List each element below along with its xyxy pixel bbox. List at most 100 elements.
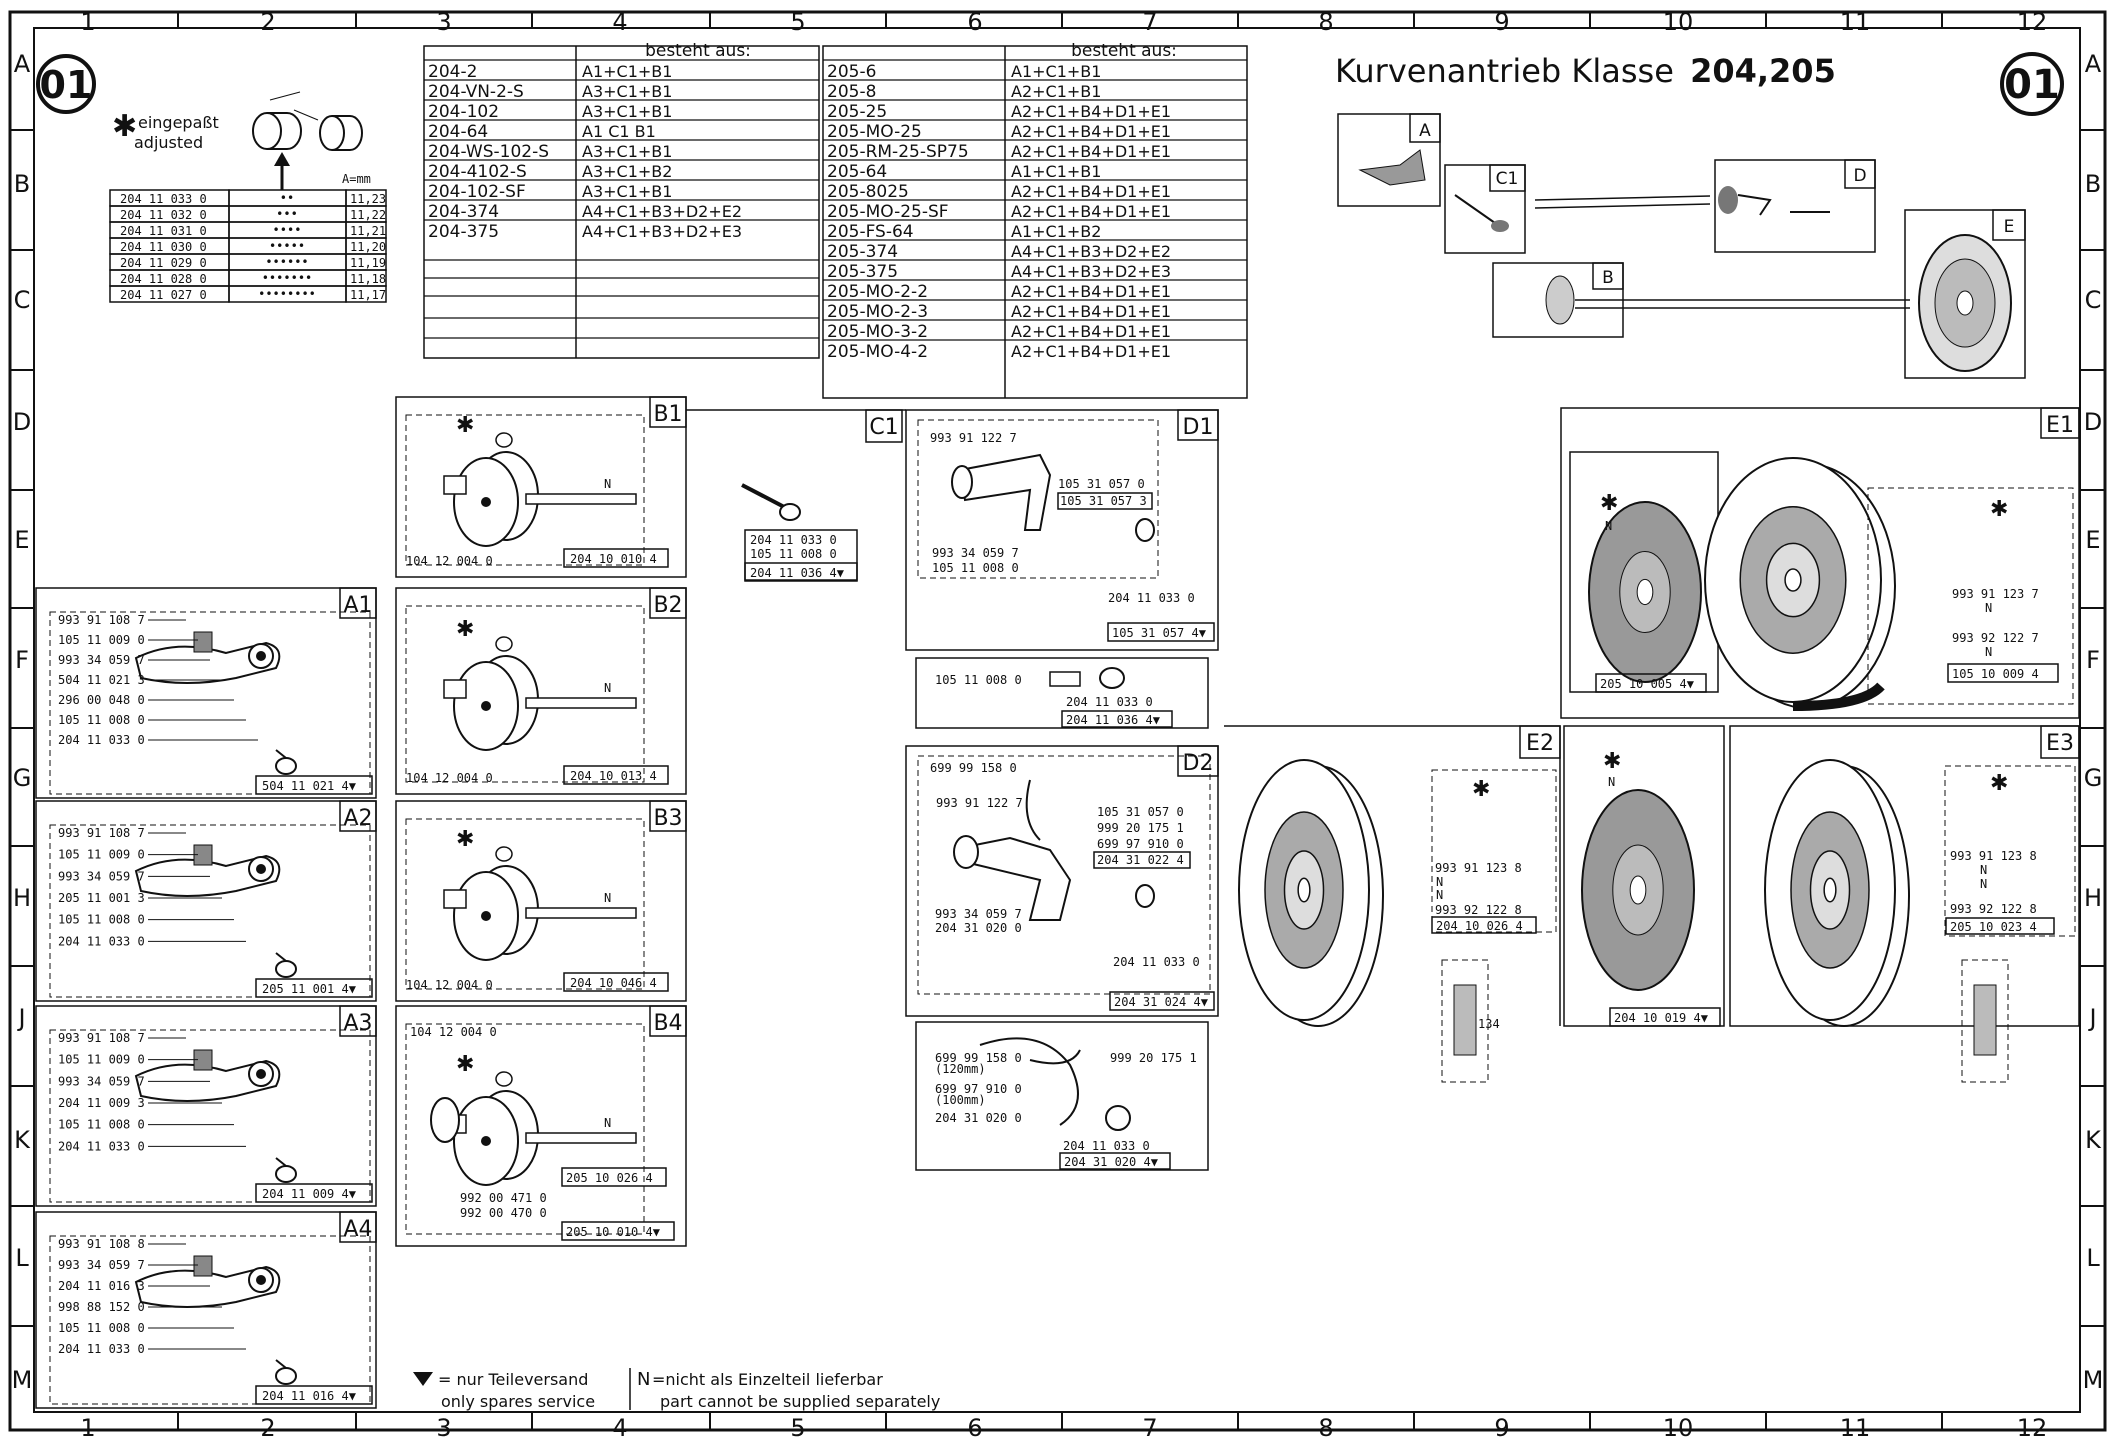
panel-d2-part-3: 105 31 057 0 — [1097, 805, 1184, 819]
panel-a2-part: 105 11 008 0 — [58, 913, 145, 927]
panel-b2-frame — [395, 587, 687, 795]
panel-d1-part-3-box — [1057, 492, 1153, 510]
panel-e3-shared-box — [1609, 1007, 1721, 1027]
grid-row-left-D: D — [13, 408, 31, 436]
legend-n-de: =nicht als Einzelteil lieferbar — [652, 1370, 883, 1389]
panel-a4-assembly-number: 204 11 016 4▼ — [262, 1389, 357, 1403]
overview-label-c1: C1 — [1496, 169, 1519, 189]
sheet-frame — [8, 10, 2107, 1432]
panel-d1-part-1: 993 91 122 7 — [930, 431, 1017, 445]
panel-a1-frame — [35, 587, 377, 799]
panel-a1-part: 993 34 059 7 — [58, 653, 145, 667]
adjust-row-size: 11,20 — [350, 240, 386, 254]
panel-e1-part-2: 993 92 122 7 — [1952, 631, 2039, 645]
grid-col-bottom-11: 11 — [1840, 1414, 1871, 1441]
panel-a1-part: 204 11 033 0 — [58, 733, 145, 747]
table205-components: A2+C1+B4+D1+E1 — [1011, 142, 1171, 161]
adjust-row-dots: ••• — [276, 207, 298, 221]
panel-c1-assembly-number: 204 11 036 4▼ — [750, 566, 845, 580]
panel-d2-sub-part-2: 699 97 910 0 — [935, 1082, 1022, 1096]
panel-b4-n-mark: N — [604, 1116, 611, 1130]
sheet-title-classes: 204,205 — [1690, 52, 1836, 90]
panel-a4-part: 204 11 033 0 — [58, 1342, 145, 1356]
table205-components: A2+C1+B4+D1+E1 — [1011, 202, 1171, 221]
table205-model: 205-FS-64 — [827, 222, 914, 242]
panel-e3-n-left: N — [1608, 775, 1615, 789]
panel-b2-assembly-number: 204 10 013 4 — [570, 769, 657, 783]
panel-e2-assembly-box — [1431, 916, 1537, 934]
panel-b3-n-mark: N — [604, 891, 611, 905]
panel-d1-part-2: 105 31 057 0 — [1058, 477, 1145, 491]
grid-row-left-K: K — [14, 1126, 31, 1154]
panel-d2-part-6: 204 31 022 4 — [1097, 853, 1184, 867]
adjust-row-dots: •••••• — [265, 255, 308, 269]
grid-col-bottom-6: 6 — [967, 1414, 982, 1441]
adjust-row-part: 204 11 028 0 — [120, 272, 207, 286]
lever-drawing — [134, 641, 281, 684]
grid-row-left-A: A — [14, 50, 31, 78]
table204-model: 204-102-SF — [428, 182, 526, 202]
grid-row-right-D: D — [2084, 408, 2102, 436]
panel-d2-part-8: 204 31 020 0 — [935, 921, 1022, 935]
table204-components: A1+C1+B1 — [582, 62, 672, 81]
panel-d1-sub-part-2: 204 11 033 0 — [1066, 695, 1153, 709]
panel-b4-frame — [395, 1005, 687, 1247]
table204-components: A3+C1+B1 — [582, 102, 672, 121]
grid-col-bottom-4: 4 — [612, 1414, 627, 1441]
table205-components: A2+C1+B4+D1+E1 — [1011, 182, 1171, 201]
table205-model: 205-8025 — [827, 182, 909, 202]
table205-components: A2+C1+B4+D1+E1 — [1011, 102, 1171, 121]
grid-col-top-2: 2 — [260, 8, 275, 36]
panel-d2-sub-part-4: 999 20 175 1 — [1110, 1051, 1197, 1065]
panel-d1-part-4: 993 34 059 7 — [932, 546, 1019, 560]
panel-a3-part: 993 34 059 7 — [58, 1074, 145, 1088]
table204-components: A1 C1 B1 — [582, 122, 656, 141]
panel-a2-label-box — [339, 800, 377, 832]
grid-col-bottom-9: 9 — [1494, 1414, 1509, 1441]
grid-row-left-E: E — [14, 526, 29, 554]
panel-d1-sub-assembly-number: 204 11 036 4▼ — [1066, 713, 1161, 727]
adjust-row-size: 11,17 — [350, 288, 386, 302]
panel-d2-label-box — [1177, 745, 1219, 777]
adjust-row-dots: •• — [280, 191, 294, 205]
panel-e3-label-box — [2040, 725, 2080, 759]
panel-b1-adjusted-star: ✱ — [456, 413, 474, 438]
panel-b1-n-mark: N — [604, 477, 611, 491]
panel-d2-label: D2 — [1183, 751, 1214, 776]
table205-model: 205-MO-4-2 — [827, 342, 928, 362]
panel-b1-frame — [395, 396, 687, 578]
panel-b3-adjusted-star: ✱ — [456, 827, 474, 852]
panel-a3-label: A3 — [343, 1011, 372, 1036]
grid-col-bottom-12: 12 — [2017, 1414, 2048, 1441]
panel-e1-star-left: ✱ — [1600, 491, 1618, 516]
panel-e1-n-2: N — [1985, 645, 1992, 659]
adjust-row-dots: ••••• — [269, 239, 305, 253]
panel-a1-part: 993 91 108 7 — [58, 613, 145, 627]
grid-col-bottom-7: 7 — [1142, 1414, 1157, 1441]
adjust-row-size-cell — [345, 285, 387, 303]
panel-b4-part-2: 992 00 470 0 — [460, 1206, 547, 1220]
panel-e3-star-left: ✱ — [1603, 749, 1621, 774]
grid-row-right-J: J — [2087, 1004, 2096, 1032]
panel-d2-sub-assembly-box — [1059, 1152, 1171, 1170]
panel-d2-part-1: 699 99 158 0 — [930, 761, 1017, 775]
panel-d2-sub-part-3: 204 31 020 0 — [935, 1111, 1022, 1125]
grid-col-bottom-5: 5 — [790, 1414, 805, 1441]
table204-components: A4+C1+B3+D2+E2 — [582, 202, 742, 221]
adjust-row-dots: •••• — [273, 223, 302, 237]
adjust-row-part: 204 11 033 0 — [120, 192, 207, 206]
legend-triangle-de: = nur Teileversand — [438, 1370, 588, 1389]
panel-a3-part: 204 11 009 3 — [58, 1096, 145, 1110]
panel-e1-part-1: 993 91 123 7 — [1952, 587, 2039, 601]
panel-e3-n-2: N — [1980, 877, 1987, 891]
grid-row-right-C: C — [2085, 286, 2102, 314]
